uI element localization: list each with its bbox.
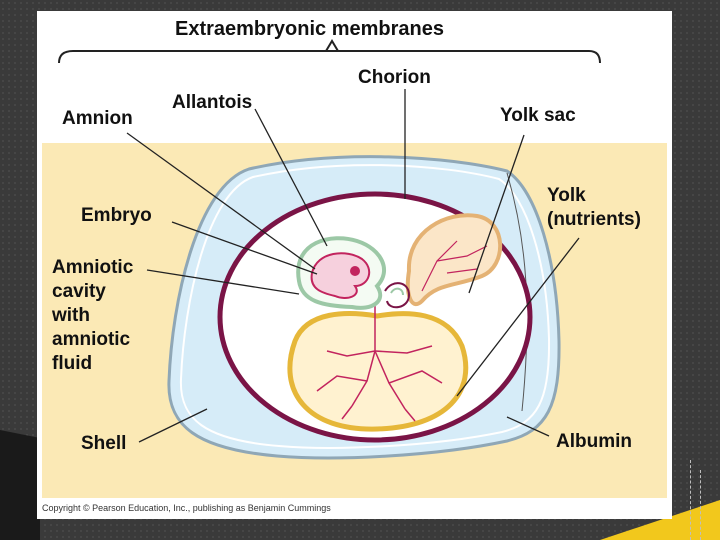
label-nutrients: (nutrients) <box>547 209 641 230</box>
egg-diagram: Extraembryonic membranes <box>42 18 667 513</box>
label-amniotic-3: with <box>51 305 90 326</box>
label-shell: Shell <box>81 433 126 454</box>
label-amniotic-4: amniotic <box>52 329 131 350</box>
diagram-title: Extraembryonic membranes <box>175 18 444 40</box>
decorative-dashed-line-2 <box>700 470 701 540</box>
bracket-tip <box>325 39 339 52</box>
allantois-vessels <box>421 240 488 292</box>
label-amnion: Amnion <box>62 108 133 129</box>
membranes-bracket <box>58 50 601 64</box>
yolk-vessels <box>316 301 443 422</box>
albumin-boundary <box>506 172 528 412</box>
membrane-swirl-2 <box>390 287 404 296</box>
label-yolk: Yolk <box>547 185 586 206</box>
label-albumin: Albumin <box>556 431 632 452</box>
embryo-eye <box>350 266 360 276</box>
label-yolk-sac: Yolk sac <box>500 105 576 126</box>
yolk-sac <box>287 311 469 432</box>
membrane-swirl <box>384 282 411 309</box>
label-embryo: Embryo <box>81 205 152 226</box>
dark-corner-shape <box>0 430 40 540</box>
label-allantois: Allantois <box>172 92 252 113</box>
label-amniotic-1: Amniotic <box>52 257 134 278</box>
decorative-dashed-line <box>690 460 691 540</box>
label-amniotic-5: fluid <box>52 353 92 374</box>
allantois <box>405 213 503 307</box>
embryo <box>310 252 371 299</box>
label-chorion: Chorion <box>358 67 431 88</box>
diagram-panel: Extraembryonic membranes <box>37 11 672 519</box>
copyright-text: Copyright © Pearson Education, Inc., pub… <box>42 503 331 513</box>
leader-lines <box>126 89 580 443</box>
shell-inner-line <box>179 164 551 449</box>
label-amniotic-2: cavity <box>52 281 106 302</box>
